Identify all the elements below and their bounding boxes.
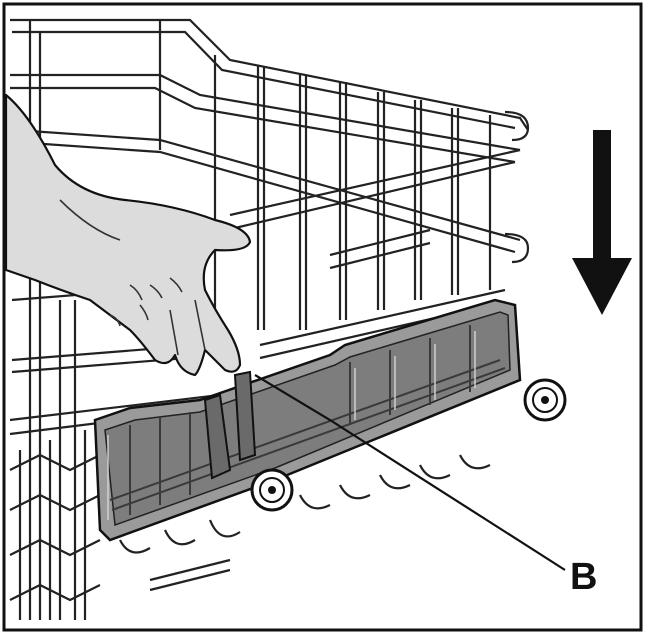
callout-leader-line: [254, 374, 566, 571]
down-arrow-icon: [572, 130, 632, 315]
wire-basket: [9, 18, 530, 620]
wheel-icon: [523, 378, 567, 422]
callout-label-b: B: [570, 556, 598, 598]
wheel-icon: [250, 468, 294, 512]
hand-icon: [4, 93, 252, 377]
height-adjuster: [93, 298, 522, 542]
